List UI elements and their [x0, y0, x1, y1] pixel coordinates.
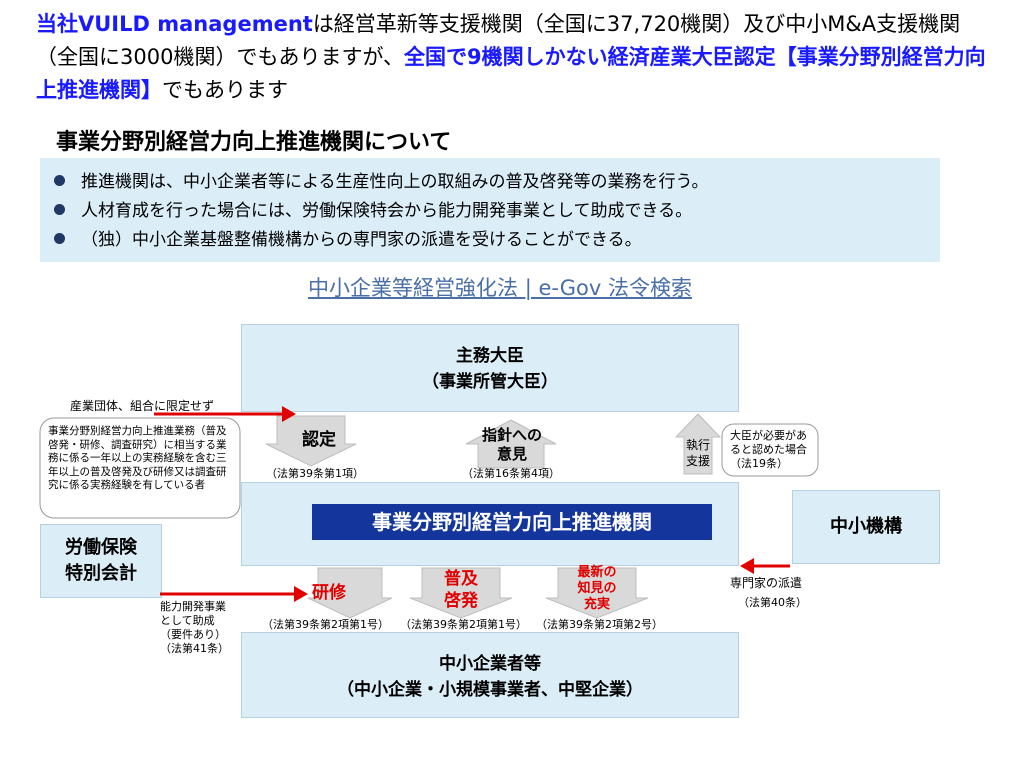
saishin-law: （法第39条第2項第2号）: [536, 618, 663, 631]
nintei-arrow: [265, 415, 357, 467]
bullet-item: 人材育成を行った場合には、労働保険特会から能力開発事業として助成できる。: [54, 197, 692, 225]
red-arrow-labor: [160, 586, 308, 602]
shikko-arrow: [674, 413, 722, 475]
saishin-arrow: [545, 567, 649, 619]
nintei-law: （法第39条第1項）: [266, 467, 364, 480]
bullet-icon: [54, 174, 65, 186]
info-box: 推進機関は、中小企業者等による生産性向上の取組みの普及啓発等の業務を行う。 人材…: [40, 158, 940, 262]
kenshu-arrow: [307, 567, 393, 619]
intro-highlight: 全国で9機関しかない経済産業大臣認定【事業分野別経営力向上推進機関】: [36, 45, 986, 102]
sme-box: 中小企業者等 （中小企業・小規模事業者、中堅企業）: [241, 632, 739, 718]
labor-insurance-box: 労働保険 特別会計: [40, 524, 162, 598]
intro-text-2: でもあります: [162, 78, 288, 102]
bullet-icon: [54, 232, 65, 244]
shishin-arrow: [465, 419, 557, 469]
bullet-item: （独）中小企業基盤整備機構からの専門家の派遣を受けることができる。: [54, 226, 642, 254]
intro-paragraph: 当社VUILD managementは経営革新等支援機関（全国に37,720機関…: [36, 8, 996, 107]
expert-dispatch-note: 専門家の派遣: [730, 576, 803, 590]
fukyu-law: （法第39条第2項第1号）: [400, 618, 527, 631]
intro-text-1: は経営革新等支援機関（全国に37,720機関）及び中小M&A支援機関（全国に30…: [36, 12, 961, 69]
nintei-label: 認定: [302, 430, 336, 450]
minister-box: 主務大臣 （事業所管大臣）: [241, 324, 739, 412]
bullet-item: 推進機関は、中小企業者等による生産性向上の取組みの普及啓発等の業務を行う。: [54, 168, 708, 196]
fukyu-arrow: [409, 567, 513, 619]
expert-dispatch-law: （法第40条）: [738, 596, 807, 609]
smrj-box: 中小機構: [792, 490, 940, 564]
law-search-link[interactable]: 中小企業等経営強化法 | e-Gov 法令検索: [308, 276, 692, 300]
bullet-icon: [54, 203, 65, 215]
left-bubble: [39, 417, 241, 519]
right-bubble: [721, 423, 819, 477]
red-arrow-industry: [154, 406, 296, 422]
right-bubble-text: 大臣が必要があると認めた場合 （法19条）: [730, 429, 807, 470]
shishin-label: 指針への 意見: [481, 426, 542, 463]
labor-subsidy-note: 能力開発事業 として助成 （要件あり） （法第41条）: [160, 600, 229, 655]
kenshu-label: 研修: [312, 583, 346, 603]
kenshu-law: （法第39条第2項第1号）: [262, 618, 389, 631]
left-bubble-text: 事業分野別経営力向上推進業務（普及啓発・研修、調査研究）に相当する業務に係る一年…: [48, 425, 227, 491]
fukyu-label: 普及 啓発: [444, 569, 478, 611]
industry-note: 産業団体、組合に限定せず: [70, 399, 215, 413]
promotion-org-banner: 事業分野別経営力向上推進機関: [312, 504, 712, 540]
section-title: 事業分野別経営力向上推進機関について: [56, 130, 452, 155]
saishin-label: 最新の 知見の 充実: [577, 565, 617, 612]
shishin-law: （法第16条第4項）: [462, 467, 560, 480]
red-arrow-smrj: [740, 558, 790, 574]
shikko-label: 執行 支援: [685, 438, 710, 468]
company-name: 当社VUILD management: [36, 12, 313, 36]
